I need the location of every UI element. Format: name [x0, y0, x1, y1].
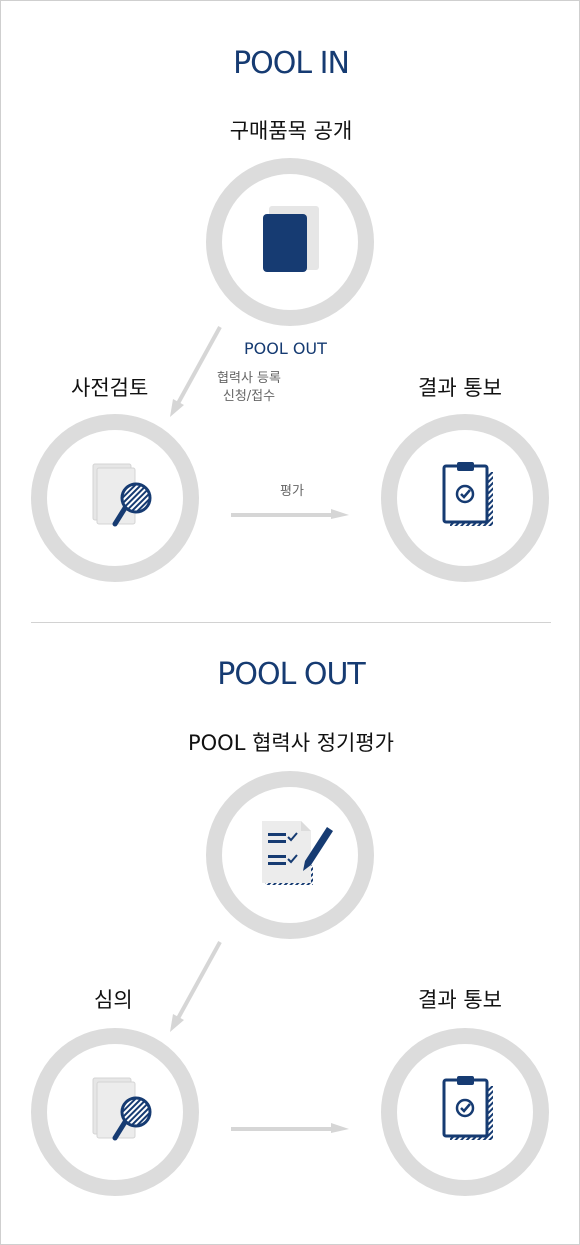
evaluation-label: 평가: [280, 484, 304, 499]
register-note: 협력사 등록 신청/접수: [206, 370, 292, 406]
diagonal-arrow: [170, 326, 222, 417]
clipboard-check-icon: [442, 1076, 493, 1140]
register-note-line1: 협력사 등록: [217, 371, 281, 386]
pool-out-left-label: 심의: [94, 988, 133, 1012]
pool-out-title: POOL OUT: [217, 657, 365, 692]
pool-in-top-label: 구매품목 공개: [229, 119, 353, 143]
pool-out-link[interactable]: POOL OUT: [244, 339, 327, 358]
pool-out-top-label: POOL 협력사 정기평가: [187, 731, 394, 755]
pool-out-right-label: 결과 통보: [418, 988, 502, 1012]
pool-in-title: POOL IN: [233, 46, 350, 81]
horizontal-arrow: [231, 509, 349, 519]
magnifier-document-icon: [92, 1077, 152, 1141]
document-icon: [263, 206, 319, 272]
pool-in-right-label: 결과 통보: [418, 376, 502, 400]
pool-in-left-label: 사전검토: [71, 376, 149, 400]
diagonal-arrow: [170, 941, 222, 1032]
magnifier-document-icon: [92, 463, 152, 527]
section-divider: [31, 622, 551, 623]
clipboard-check-icon: [442, 462, 493, 526]
register-note-line2: 신청/접수: [222, 389, 276, 404]
horizontal-arrow: [231, 1123, 349, 1133]
checklist-pen-icon: [262, 821, 333, 885]
